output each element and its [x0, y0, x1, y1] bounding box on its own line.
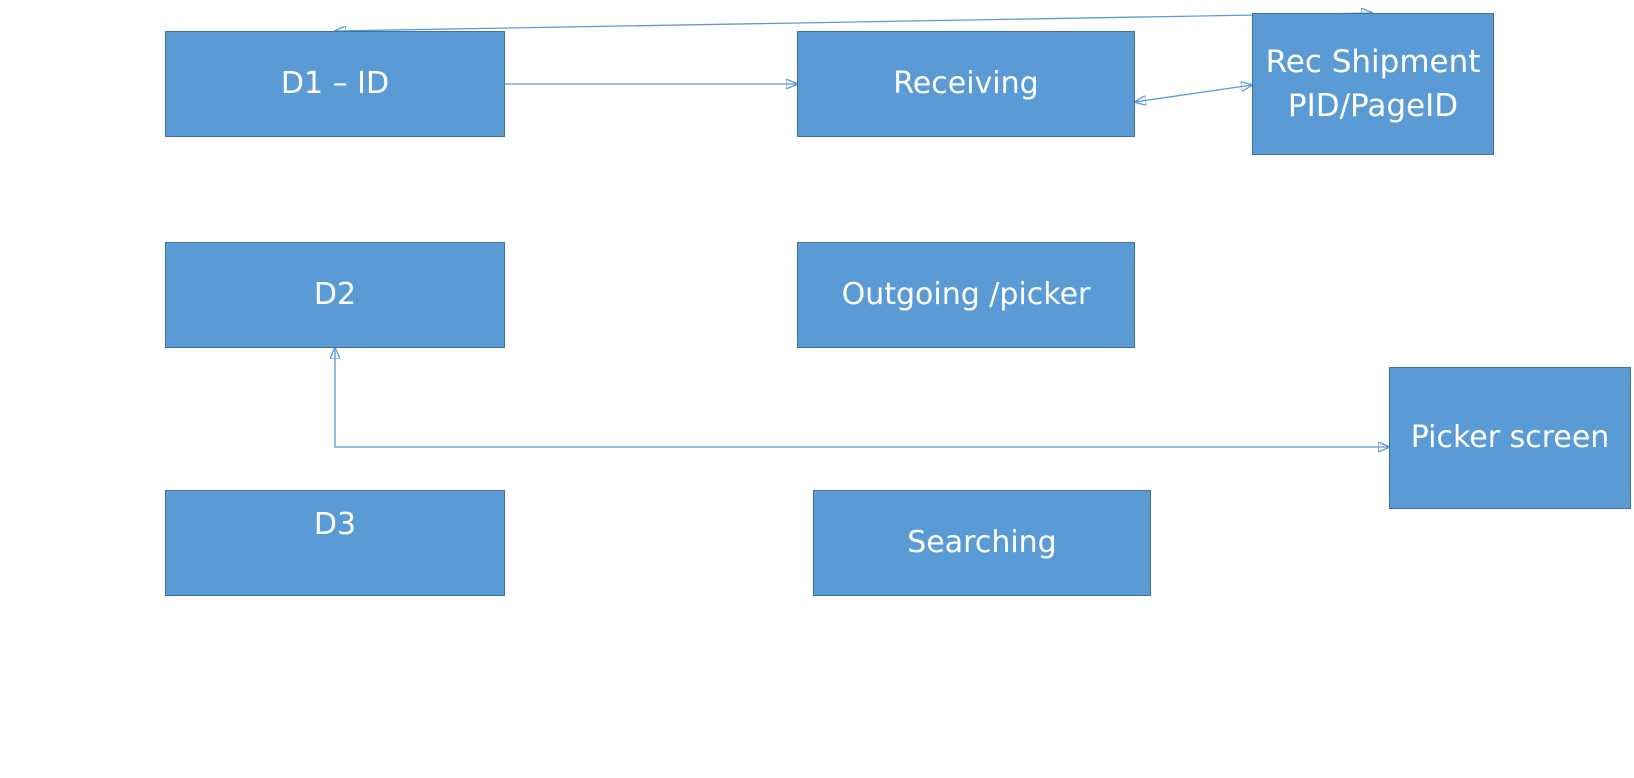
node-outgoing-picker[interactable]: Outgoing /picker — [797, 242, 1135, 348]
node-rec-shipment-text: Rec Shipment PID/PageID — [1266, 40, 1481, 128]
node-d1-id-label: D1 – ID — [280, 65, 390, 101]
node-picker-screen[interactable]: Picker screen — [1389, 367, 1631, 509]
node-outgoing-picker-label: Outgoing /picker — [841, 276, 1091, 312]
node-rec-shipment[interactable]: Rec Shipment PID/PageID — [1252, 13, 1494, 155]
node-picker-screen-label: Picker screen — [1410, 419, 1610, 455]
node-d3-label: D3 — [313, 507, 357, 542]
node-receiving-label: Receiving — [893, 65, 1039, 101]
node-d2-label: D2 — [313, 276, 357, 312]
node-rec-shipment-line2: PID/PageID — [1287, 88, 1459, 124]
node-searching[interactable]: Searching — [813, 490, 1151, 596]
node-d3[interactable]: D3 — [165, 490, 505, 596]
node-rec-shipment-line1: Rec Shipment — [1265, 43, 1481, 80]
connector-rec-shipment-d1 — [335, 13, 1372, 31]
node-d2[interactable]: D2 — [165, 242, 505, 348]
node-d1-id[interactable]: D1 – ID — [165, 31, 505, 137]
connector-d2-picker-screen — [335, 348, 1389, 447]
node-searching-label: Searching — [907, 524, 1057, 560]
connector-receiving-rec-shipment — [1135, 85, 1252, 102]
node-receiving[interactable]: Receiving — [797, 31, 1135, 137]
